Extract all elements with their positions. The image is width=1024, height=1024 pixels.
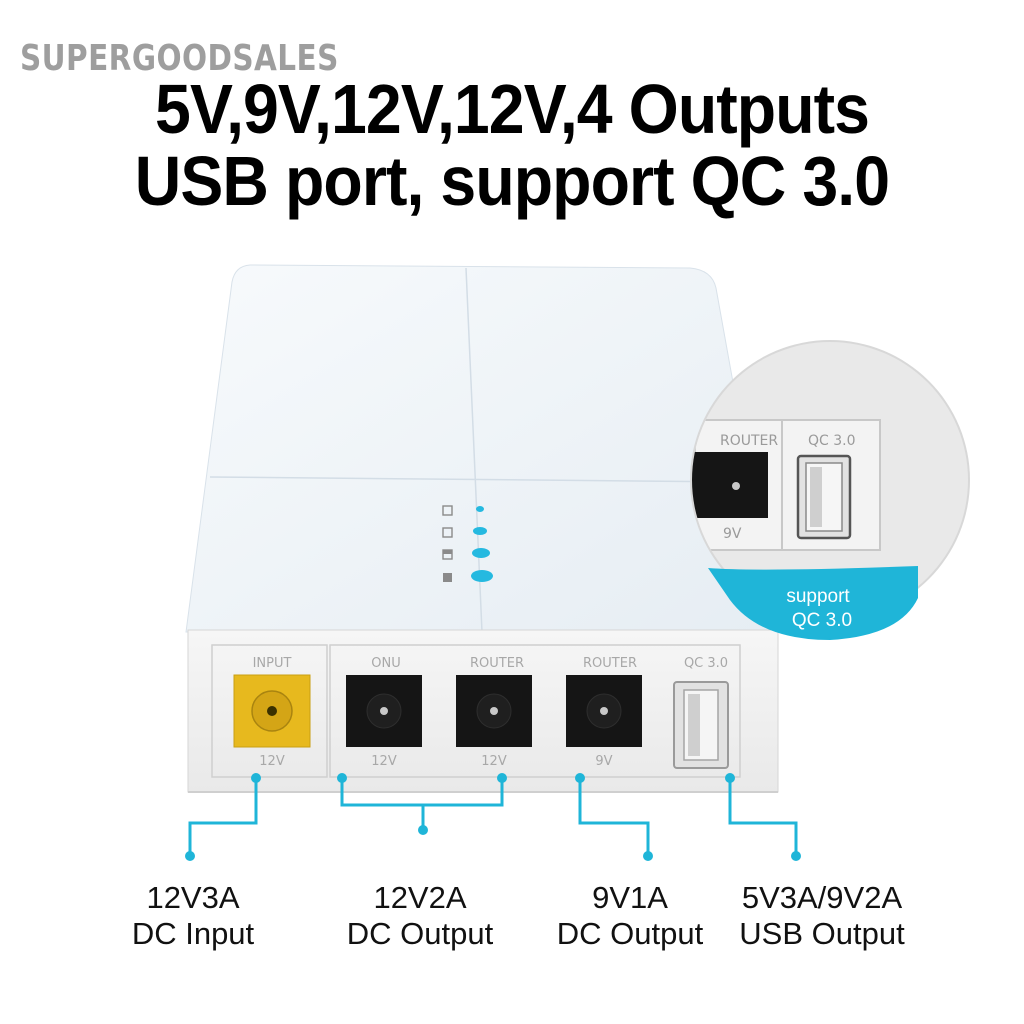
caption-dc-output-9v-type: DC Output	[556, 916, 704, 951]
badge-line-2: QC 3.0	[792, 610, 852, 631]
port-label-qc: QC 3.0	[684, 656, 728, 671]
led-4	[471, 570, 493, 582]
port-label-input: INPUT	[253, 656, 292, 671]
dc-input-port	[233, 674, 311, 748]
caption-dc-input-type: DC Input	[131, 916, 255, 951]
caption-dc-output-9v-rating: 9V1A	[592, 880, 668, 915]
caption-dc-output-12v-rating: 12V2A	[373, 880, 467, 915]
voltage-label-router-9v: 9V	[595, 754, 612, 769]
led-2	[473, 527, 487, 535]
watermark: SUPERGOODSALES	[20, 38, 339, 79]
zoom-callout: ROUTER QC 3.0 9V support QC 3.0	[690, 340, 970, 640]
zoom-label-qc: QC 3.0	[808, 433, 856, 449]
badge-line-1: support	[786, 586, 850, 607]
led-1	[476, 506, 484, 512]
caption-dc-output-12v: 12V2A DC Output	[320, 880, 520, 952]
port-label-onu: ONU	[371, 656, 400, 671]
connector-lines	[188, 778, 798, 856]
headline-line-2: USB port, support QC 3.0	[0, 146, 1024, 216]
zoom-label-router: ROUTER	[720, 433, 778, 449]
port-label-router-9v: ROUTER	[583, 656, 637, 671]
caption-dc-input: 12V3A DC Input	[98, 880, 288, 952]
status-indicators	[442, 505, 493, 582]
voltage-label-input: 12V	[259, 754, 285, 769]
caption-usb-output-rating: 5V3A/9V2A	[741, 880, 903, 915]
voltage-label-onu: 12V	[371, 754, 397, 769]
usb-qc-port	[673, 681, 729, 769]
voltage-label-router-12v: 12V	[481, 754, 507, 769]
port-label-router-12v: ROUTER	[470, 656, 524, 671]
headline-line-2-text: USB port, support QC 3.0	[134, 142, 890, 220]
headline-line-1: 5V,9V,12V,12V,4 Outputs	[0, 74, 1024, 144]
headline-line-1-text: 5V,9V,12V,12V,4 Outputs	[154, 70, 870, 148]
dc-output-port-router-9v	[566, 675, 642, 747]
top-seam-horizontal	[209, 476, 746, 483]
input-panel	[211, 644, 328, 778]
caption-dc-input-rating: 12V3A	[146, 880, 240, 915]
dc-output-port-router-12v	[456, 675, 532, 747]
caption-usb-output-type: USB Output	[739, 916, 905, 951]
output-panel	[329, 644, 741, 778]
support-qc-badge	[708, 566, 918, 640]
caption-dc-output-12v-type: DC Output	[346, 916, 494, 951]
caption-usb-output: 5V3A/9V2A USB Output	[720, 880, 924, 952]
zoom-label-voltage: 9V	[723, 526, 742, 542]
connector-dots	[185, 773, 801, 861]
led-3	[472, 548, 490, 558]
dc-output-port-onu	[346, 675, 422, 747]
caption-dc-output-9v: 9V1A DC Output	[530, 880, 730, 952]
